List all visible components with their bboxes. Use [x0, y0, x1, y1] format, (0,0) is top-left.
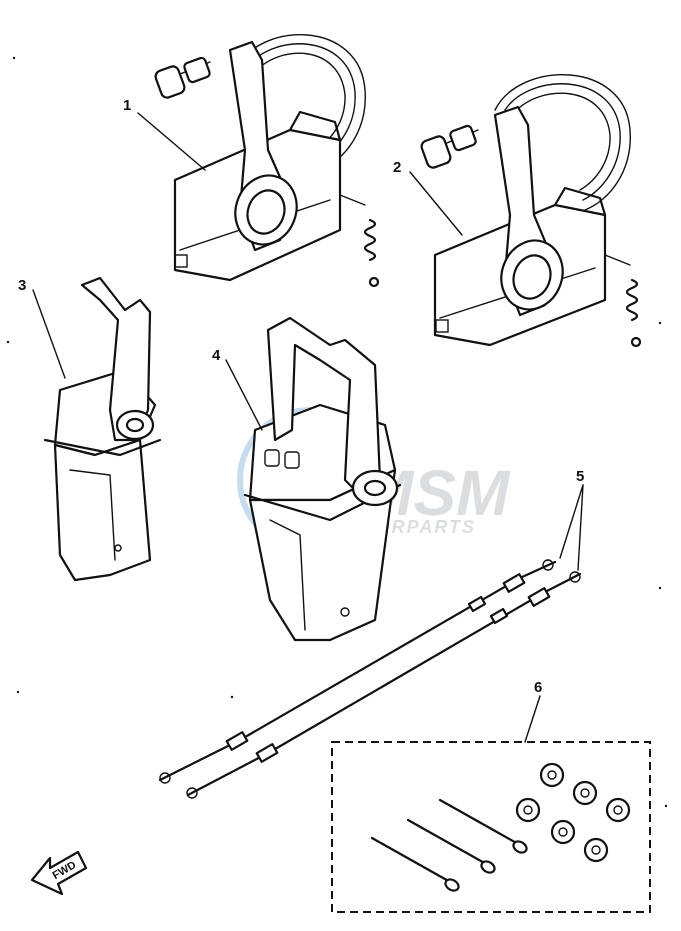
- part-3-single-lever-control: [43, 276, 162, 582]
- callout-6: 6: [534, 679, 542, 696]
- part-6-mounting-kit: [331, 741, 651, 913]
- callout-3: 3: [18, 277, 26, 294]
- part-5-control-cables: [158, 559, 582, 799]
- part-4-dual-lever-control: [243, 316, 402, 642]
- bushing: [605, 797, 631, 823]
- callout-2: 2: [393, 159, 401, 176]
- bushing: [515, 797, 541, 823]
- bolt: [438, 798, 528, 854]
- part-2-remote-control-box: [420, 74, 642, 348]
- fwd-arrow-icon: FWD: [30, 850, 88, 896]
- bushing: [583, 837, 609, 863]
- bolt: [406, 818, 496, 874]
- bushing: [550, 819, 576, 845]
- scan-specks: [6, 56, 668, 808]
- bolt: [370, 836, 460, 892]
- callout-4: 4: [212, 347, 221, 364]
- part-1-remote-control-box: [154, 34, 380, 288]
- bushing: [572, 780, 598, 806]
- callout-5: 5: [576, 468, 584, 485]
- callout-1: 1: [123, 97, 131, 114]
- leader-lines: [32, 112, 584, 743]
- bushing: [539, 762, 565, 788]
